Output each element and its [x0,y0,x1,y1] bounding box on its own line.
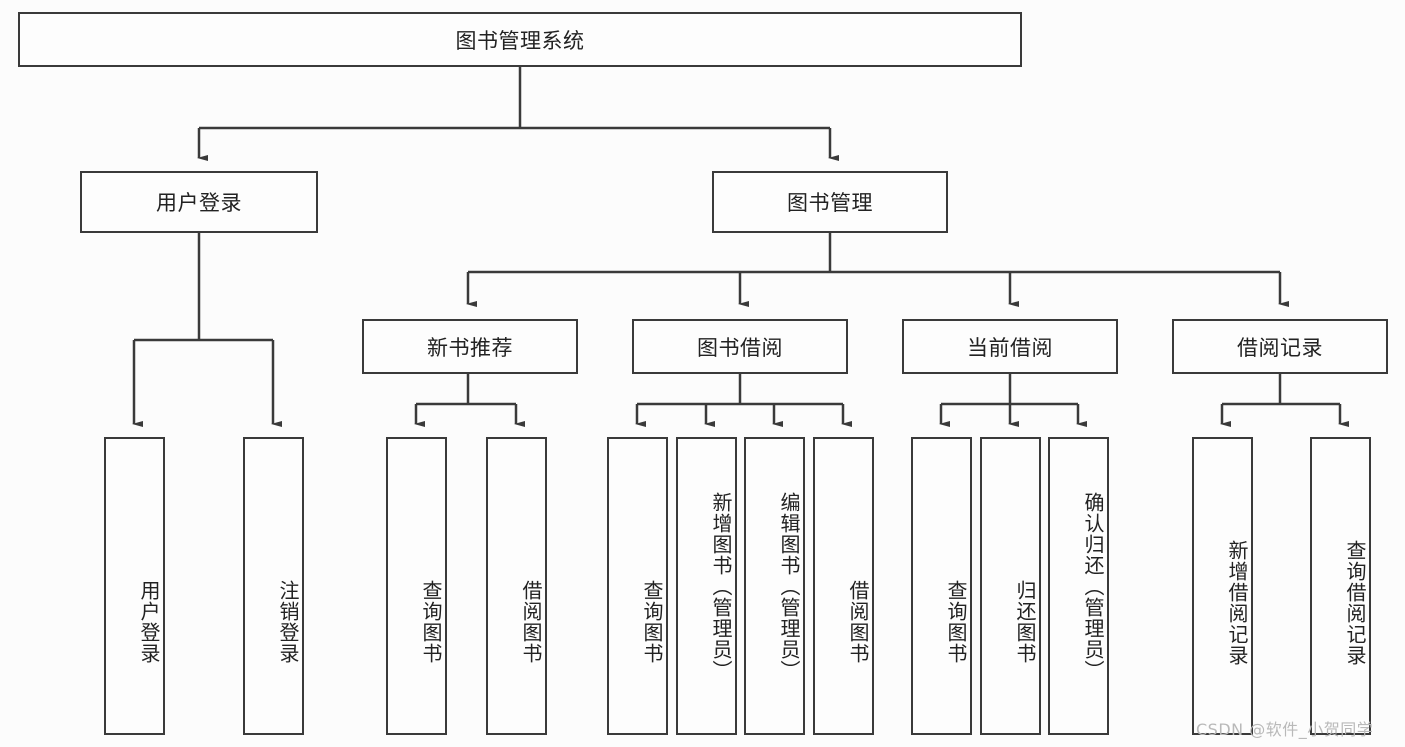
leaf-borrow-book-1-label: 借阅图书 [519,580,543,664]
leaf-query-record[interactable]: 查询借阅记录 [1310,437,1371,735]
leaf-user-login[interactable]: 用户登录 [104,437,165,735]
node-borrow-record[interactable]: 借阅记录 [1172,319,1388,374]
leaf-add-book[interactable]: 新增图书（管理员） [676,437,737,735]
leaf-confirm-return[interactable]: 确认归还（管理员） [1048,437,1109,735]
node-root[interactable]: 图书管理系统 [18,12,1022,67]
node-user-login[interactable]: 用户登录 [80,171,318,233]
leaf-borrow-book-1[interactable]: 借阅图书 [486,437,547,735]
node-root-label: 图书管理系统 [455,28,585,53]
node-book-manage-label: 图书管理 [787,191,873,215]
leaf-add-record-label: 新增借阅记录 [1225,540,1249,666]
node-book-borrow-label: 图书借阅 [697,335,783,360]
leaf-query-book-2-label: 查询图书 [640,580,664,664]
node-new-book-recommend[interactable]: 新书推荐 [362,319,578,374]
leaf-user-login-label: 用户登录 [137,580,161,664]
leaf-user-logout[interactable]: 注销登录 [243,437,304,735]
leaf-query-book-3[interactable]: 查询图书 [911,437,972,735]
node-current-borrow-label: 当前借阅 [967,335,1053,360]
leaf-query-book-1-label: 查询图书 [419,580,443,664]
leaf-borrow-book-2[interactable]: 借阅图书 [813,437,874,735]
node-new-book-recommend-label: 新书推荐 [427,335,513,360]
leaf-query-record-label: 查询借阅记录 [1343,540,1367,666]
leaf-query-book-2[interactable]: 查询图书 [607,437,668,735]
node-borrow-record-label: 借阅记录 [1237,335,1323,360]
node-book-manage[interactable]: 图书管理 [712,171,948,233]
leaf-edit-book[interactable]: 编辑图书（管理员） [744,437,805,735]
leaf-return-book-label: 归还图书 [1013,580,1037,664]
leaf-add-record[interactable]: 新增借阅记录 [1192,437,1253,735]
leaf-return-book[interactable]: 归还图书 [980,437,1041,735]
leaf-add-book-label: 新增图书（管理员） [709,491,733,681]
leaf-query-book-3-label: 查询图书 [944,580,968,664]
leaf-user-logout-label: 注销登录 [276,580,300,664]
node-current-borrow[interactable]: 当前借阅 [902,319,1118,374]
node-user-login-label: 用户登录 [156,191,242,215]
leaf-query-book-1[interactable]: 查询图书 [386,437,447,735]
leaf-borrow-book-2-label: 借阅图书 [846,580,870,664]
csdn-watermark: CSDN @软件_小贺同学 [1196,720,1374,739]
node-book-borrow[interactable]: 图书借阅 [632,319,848,374]
leaf-edit-book-label: 编辑图书（管理员） [777,491,801,681]
leaf-confirm-return-label: 确认归还（管理员） [1081,491,1105,681]
